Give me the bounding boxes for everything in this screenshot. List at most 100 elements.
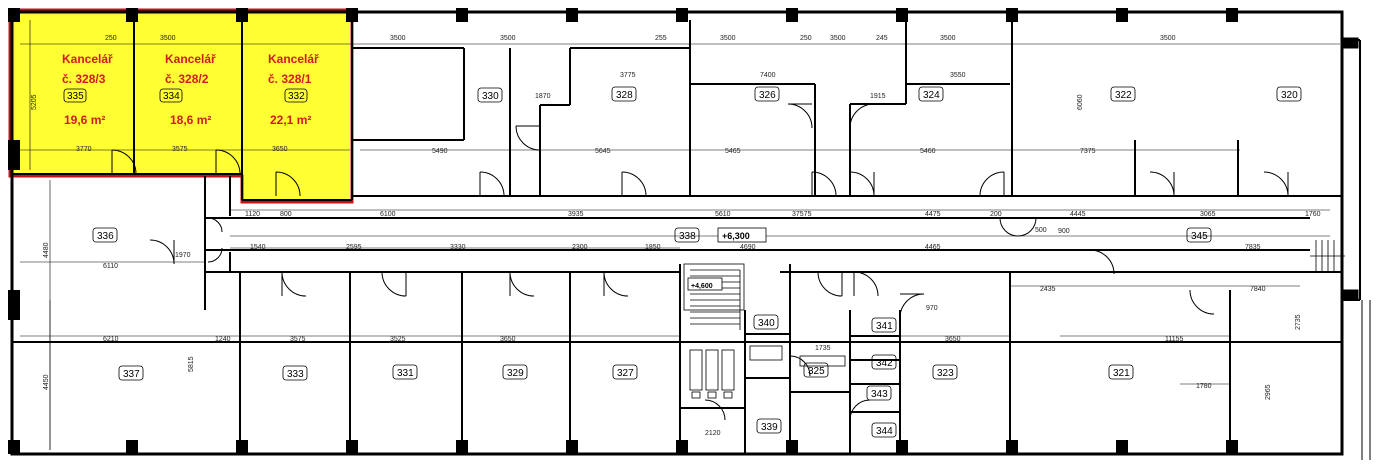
dim-label: 2735 [1295,314,1302,330]
office-labels: Kancelář č. 328/3 19,6 m² Kancelář č. 32… [62,52,319,127]
staircase [683,240,1345,330]
dim-label: 200 [990,211,1002,218]
dim-label: 255 [655,35,667,42]
room-tag-339: 339 [761,422,778,433]
dim-label: 3500 [160,35,176,42]
dim-label: 3500 [1160,35,1176,42]
dimension-lines [20,20,1340,450]
room-tag-321: 321 [1113,368,1130,379]
dim-label: 900 [1058,228,1070,235]
dim-label: 6210 [103,336,119,343]
office-3-area: 22,1 m² [270,113,311,127]
dim-label: 2120 [705,430,721,437]
room-tag-344: 344 [876,426,893,437]
room-tag-327: 327 [617,368,634,379]
dim-label: 800 [280,211,292,218]
dim-label: 3770 [76,146,92,153]
room-tag-338: 338 [679,231,696,242]
dim-label: 1120 [245,211,260,218]
room-tag-335: 335 [67,91,84,102]
office-334-fill[interactable] [134,12,242,174]
room-tag-326: 326 [759,90,776,101]
room-tag-331: 331 [397,368,414,379]
dim-label: 6100 [380,211,396,218]
office-3-number: č. 328/1 [268,72,312,86]
office-2-number: č. 328/2 [165,72,209,86]
dim-label: 1870 [535,93,551,100]
dim-label: 1240 [215,336,231,343]
dim-label: 3500 [940,35,956,42]
dim-label: 5460 [920,148,936,155]
dim-label: 5490 [432,148,448,155]
room-tag-343: 343 [871,389,888,400]
dim-label: 3650 [500,336,516,343]
office-2-title: Kancelář [165,52,216,66]
room-tag-325: 325 [808,366,825,377]
dim-label: 3525 [390,336,406,343]
room-tag-324: 324 [923,90,940,101]
dim-label: 3065 [1200,211,1216,218]
dim-label: 3650 [272,146,288,153]
highlighted-offices [8,8,354,204]
dim-label: 2435 [1040,286,1056,293]
room-tag-333: 333 [287,369,304,380]
dim-label: 4450 [43,374,50,390]
dim-label: 250 [105,35,117,42]
dim-label: 3550 [950,72,966,79]
dim-label: 3500 [720,35,736,42]
room-tag-330: 330 [482,91,499,102]
room-tag-345: 345 [1191,231,1208,242]
dim-label: 11155 [1165,336,1184,343]
dim-label: 3575 [172,146,188,153]
dim-label: 5815 [188,356,195,372]
room-tag-332: 332 [288,91,305,102]
dim-label: 3775 [620,72,636,79]
office-room-tags: 335 334 332 [63,88,308,103]
dim-label: 7375 [1080,148,1096,155]
office-1-number: č. 328/3 [62,72,106,86]
dim-label: 2595 [346,244,362,251]
dim-label: 1850 [645,244,661,251]
dim-label: 500 [1035,227,1047,234]
office-1-title: Kancelář [62,52,113,66]
office-3-title: Kancelář [268,52,319,66]
room-tag-328: 328 [616,90,633,101]
dim-label: 5645 [595,148,611,155]
dim-label: 2300 [572,244,588,251]
level-marker-main: +6,300 [722,231,750,241]
dim-label: 6060 [1077,94,1084,110]
dim-label: 1970 [175,252,191,259]
dim-label: 4475 [925,211,941,218]
dim-label: 37575 [792,211,812,218]
room-tag-337: 337 [123,369,140,380]
room-tag-323: 323 [937,368,954,379]
room-tag-341: 341 [876,321,893,332]
office-335-fill[interactable] [12,12,134,174]
dim-label: 2965 [1265,384,1272,400]
dim-label: 5465 [725,148,741,155]
level-markers: +6,300 +4,600 [687,227,767,291]
dim-label: 6110 [103,263,118,270]
dim-label: 3500 [830,35,846,42]
dim-label: 5205 [31,94,38,110]
dim-label: 7840 [1250,286,1266,293]
dim-label: 7835 [1245,244,1261,251]
room-tag-340: 340 [758,318,775,329]
room-tag-342: 342 [876,358,893,369]
dim-label: 5610 [715,211,731,218]
dim-label: 1915 [870,93,886,100]
dim-label: 1540 [250,244,266,251]
room-tag-336: 336 [97,231,114,242]
dim-label: 250 [800,35,812,42]
dim-label: 3575 [290,336,306,343]
dim-label: 3650 [945,336,961,343]
office-332-fill[interactable] [242,12,350,200]
dim-label: 1760 [1305,211,1321,218]
dim-label: 1735 [815,345,831,352]
dim-label: 3500 [500,35,516,42]
room-tags: 330 328 326 324 322 320 336 338 345 337 … [92,86,1302,438]
room-tag-334: 334 [163,91,180,102]
office-2-area: 18,6 m² [170,113,211,127]
dim-label: 4445 [1070,211,1086,218]
sanitary-fixtures [689,345,846,399]
